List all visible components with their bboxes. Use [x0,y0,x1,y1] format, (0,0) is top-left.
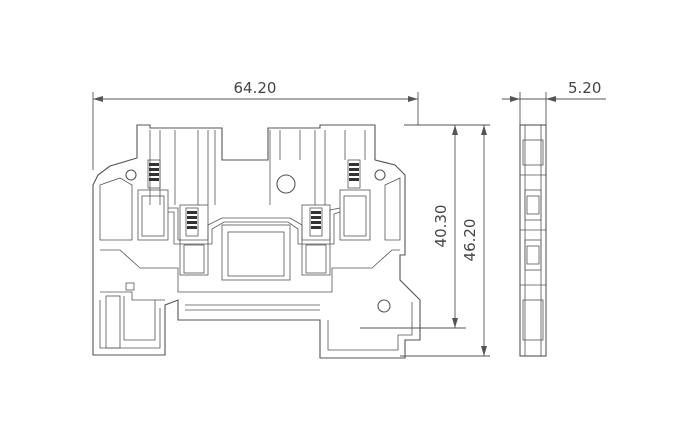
dimension-height-inner-label: 40.30 [432,205,450,248]
dimension-height-total-label: 46.20 [461,219,479,262]
dimension-width: 64.20 [92,79,419,170]
dimension-side-width-label: 5.20 [568,79,601,97]
mounting-hole-left [125,169,137,181]
spring-clamp-right [347,159,361,189]
dimension-side-width: 5.20 [502,79,606,125]
dimension-width-label: 64.20 [234,79,277,97]
mounting-hole-right [374,169,386,181]
spring-clamp-left [147,159,161,189]
side-view [519,124,547,357]
test-socket-circle [276,174,296,194]
dimension-height-total: 46.20 [400,124,490,357]
dimension-height-inner: 40.30 [360,124,466,329]
spring-clamp-inner-right [309,207,323,237]
spring-clamp-inner-left [185,207,199,237]
front-view [92,124,421,359]
bus-bar [168,207,341,241]
release-hole [377,299,391,313]
